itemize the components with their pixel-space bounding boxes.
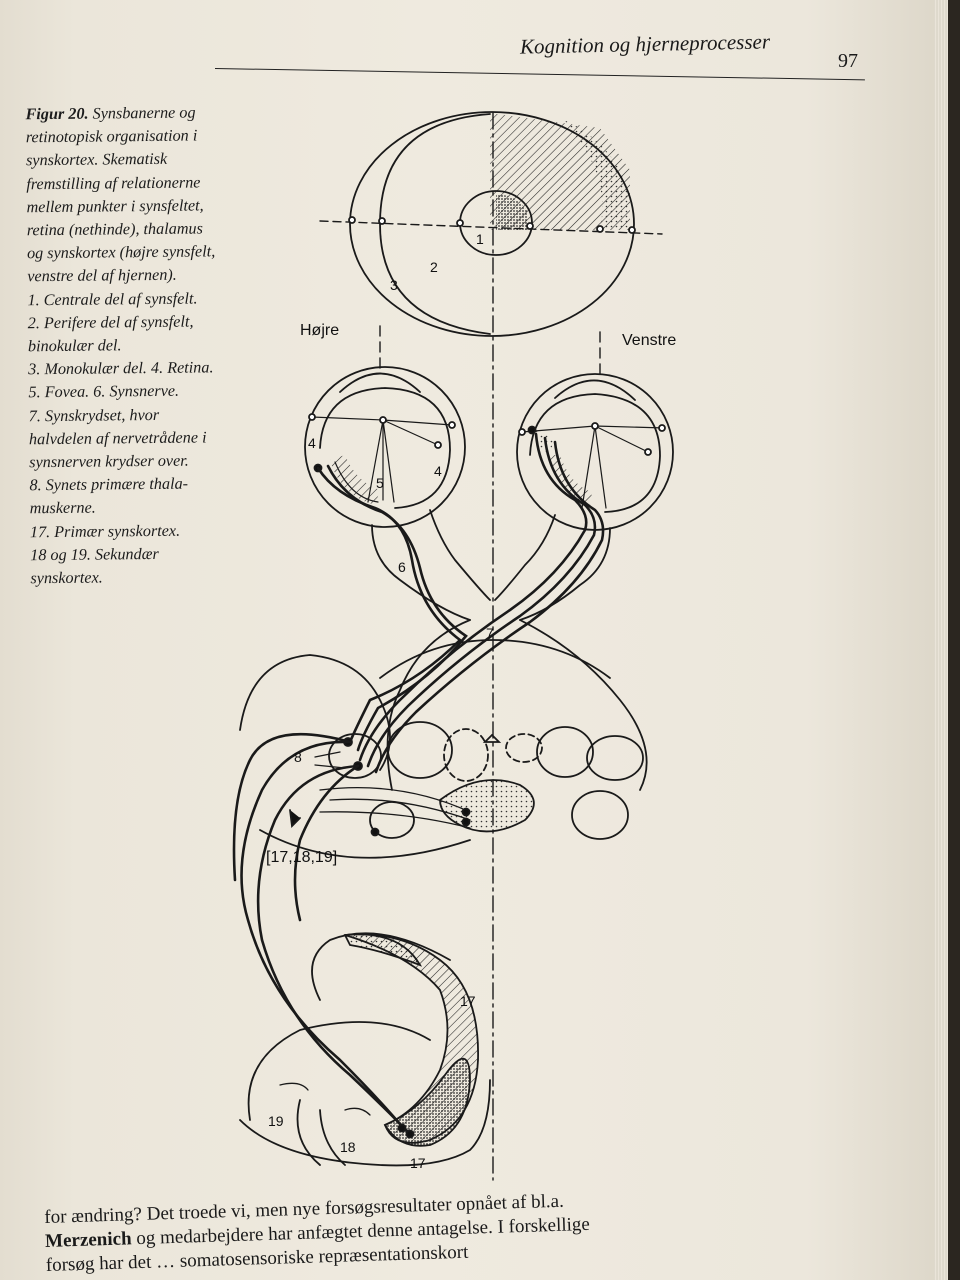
label-6: 6 xyxy=(398,559,406,575)
label-4a: 4 xyxy=(308,435,316,451)
optic-fibers xyxy=(316,432,605,774)
label-19: 19 xyxy=(268,1113,284,1129)
right-eye xyxy=(304,366,466,528)
label-1: 1 xyxy=(476,231,484,247)
label-left-side: Venstre xyxy=(622,332,676,349)
label-2: 2 xyxy=(430,259,438,275)
label-8: 8 xyxy=(294,749,302,765)
optic-chiasm xyxy=(371,509,648,791)
label-right-side: Højre xyxy=(300,322,339,339)
thalamus xyxy=(239,654,644,859)
page-edge xyxy=(934,0,948,1280)
label-18: 18 xyxy=(340,1139,356,1155)
label-17a: 17 xyxy=(460,993,476,1009)
label-cortex-areas: [17,18,19] xyxy=(266,849,337,866)
visual-cortex xyxy=(239,932,491,1167)
label-7: 7 xyxy=(486,625,494,641)
label-4b: 4 xyxy=(434,463,442,479)
running-header: Kognition og hjerneprocesser 97 xyxy=(520,29,870,72)
label-3: 3 xyxy=(390,277,398,293)
label-17b: 17 xyxy=(410,1155,426,1171)
page-number: 97 xyxy=(838,50,858,72)
visual-field xyxy=(319,111,663,337)
label-5: 5 xyxy=(376,475,384,491)
left-eye xyxy=(516,373,674,531)
optic-radiation xyxy=(232,732,412,1136)
author-name: Merzenich xyxy=(44,1228,132,1252)
